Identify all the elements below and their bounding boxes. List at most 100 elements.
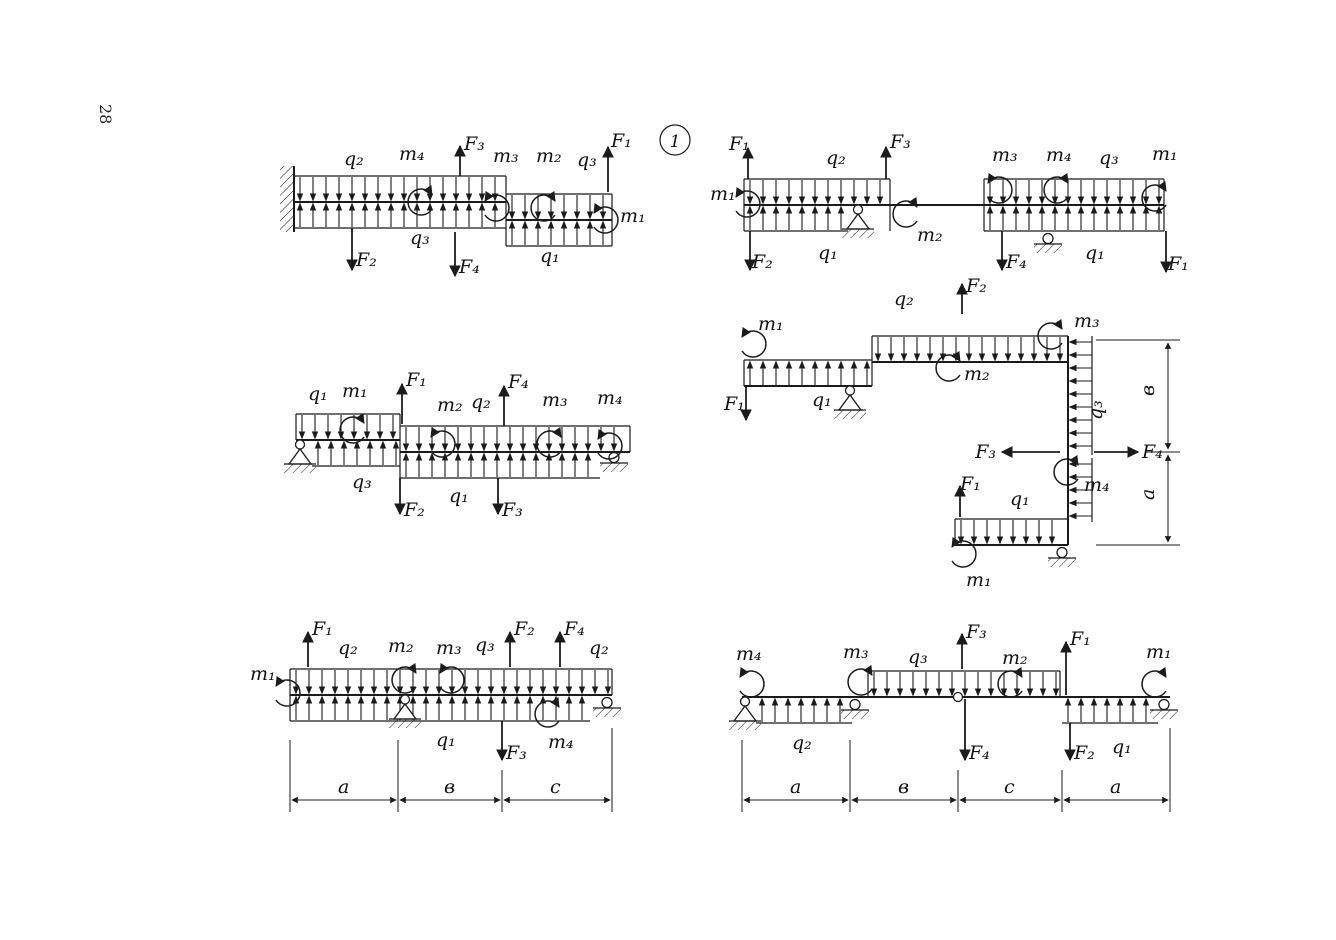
- diagram-two-span-beam: F₁ q₂ F₃ m₁ F₂ q₁ m₂ m₃ m₄ q₃ m₁ F₄ q₁ F…: [710, 131, 1189, 275]
- diagram-cantilever-stepped-beam: q₂ m₄ F₃ m₃ m₂ q₃ F₁ m₁ q₃ F₂ F₄ q₁: [280, 130, 646, 278]
- label-m1: m₁: [758, 313, 784, 335]
- diagram-simply-supported-beam-abc: m₁ F₁ q₂ m₂ m₃ q₃ F₂ F₄ q₂ q₁ F₃ m₄ a в …: [250, 618, 622, 812]
- distributed-load-band: [400, 452, 600, 479]
- label-m4: m₄: [548, 731, 574, 753]
- distributed-load-band: [984, 205, 1164, 232]
- label-q1: q₁: [308, 383, 328, 405]
- label-q2: q₂: [338, 637, 358, 659]
- moment-m4-icon: [535, 701, 559, 727]
- label-dim-a: а: [1137, 489, 1159, 500]
- distributed-load-band: [744, 205, 848, 232]
- label-F1: F₁: [1069, 628, 1091, 650]
- label-q2: q₂: [792, 732, 812, 754]
- label-F3: F₃: [974, 441, 996, 463]
- distributed-load-band: [1062, 697, 1158, 724]
- pin-support-icon: [728, 696, 762, 731]
- label-F2: F₂: [355, 249, 377, 271]
- label-m4: m₄: [597, 387, 623, 409]
- label-q3: q₃: [475, 634, 495, 656]
- label-m1: m₁: [620, 205, 646, 227]
- label-F1: F₁: [1167, 253, 1189, 275]
- label-F3: F₃: [501, 499, 523, 521]
- distributed-load-band: [290, 668, 612, 695]
- hinge-icon: [952, 691, 964, 703]
- label-F1: F₁: [723, 393, 745, 415]
- label-m2: m₂: [536, 145, 562, 167]
- page-number: 28: [96, 104, 115, 124]
- label-F1: F₁: [610, 130, 632, 152]
- label-m4: m₄: [1046, 144, 1072, 166]
- label-F3: F₃: [463, 133, 485, 155]
- distributed-load-band: [506, 193, 612, 220]
- label-q1: q₁: [818, 242, 838, 264]
- label-q1: q₁: [1010, 488, 1030, 510]
- distributed-load-band: [294, 175, 506, 202]
- figure-number-circle: [659, 124, 691, 156]
- fixed-wall-hatch: [280, 166, 294, 232]
- figure-number-badge: 1: [659, 124, 691, 156]
- distributed-load-band: [756, 697, 852, 724]
- label-m3: m₃: [436, 637, 462, 659]
- label-F1: F₁: [311, 618, 333, 640]
- label-F2: F₂: [1073, 742, 1095, 764]
- distributed-load-band: [955, 518, 1068, 545]
- label-F3: F₃: [889, 131, 911, 153]
- label-q3: q₃: [410, 227, 430, 249]
- label-q2: q₂: [471, 391, 491, 413]
- label-q3: q₃: [1085, 400, 1107, 420]
- distributed-load-band: [312, 440, 400, 467]
- label-dim-a: a: [790, 776, 801, 798]
- pin-support-icon: [833, 385, 867, 420]
- label-m3: m₃: [1074, 310, 1100, 332]
- label-F2: F₂: [751, 251, 773, 273]
- label-m2: m₂: [437, 394, 463, 416]
- distributed-load-band: [290, 695, 590, 722]
- label-q1: q₁: [436, 729, 456, 751]
- label-m4: m₄: [399, 143, 425, 165]
- label-dim-c: c: [550, 776, 561, 798]
- label-dim-b: в: [1137, 385, 1159, 396]
- label-q1: q₁: [1112, 736, 1132, 758]
- diagram-l-shaped-frame: m₁ q₂ F₂ m₃ F₁ q₁ m₂ q₃ F₃ F₄ m₄ F₁ q₁ m…: [723, 275, 1180, 591]
- label-m4: m₄: [1084, 474, 1110, 496]
- label-q3: q₃: [577, 149, 597, 171]
- label-q2: q₂: [826, 147, 846, 169]
- label-F1: F₁: [959, 473, 981, 495]
- label-F1: F₁: [405, 369, 427, 391]
- label-F2: F₂: [513, 618, 535, 640]
- label-F4: F₄: [507, 371, 529, 393]
- label-m1: m₁: [966, 569, 992, 591]
- distributed-load-band: [1068, 458, 1093, 522]
- distributed-load-band: [868, 670, 1060, 697]
- label-dim-b: в: [898, 776, 909, 798]
- label-m3: m₃: [493, 145, 519, 167]
- pin-support-icon: [283, 439, 317, 474]
- label-F4: F₄: [458, 256, 480, 278]
- label-q3: q₃: [352, 471, 372, 493]
- label-m1: m₁: [1146, 641, 1172, 663]
- label-q1: q₁: [812, 389, 832, 411]
- label-q2: q₂: [344, 148, 364, 170]
- label-F2: F₂: [403, 499, 425, 521]
- pin-support-icon: [388, 694, 422, 729]
- roller-support-icon: [1047, 546, 1077, 568]
- pin-support-icon: [841, 204, 875, 239]
- label-q1: q₁: [449, 485, 469, 507]
- roller-support-icon: [592, 696, 622, 718]
- label-m2: m₂: [1002, 647, 1028, 669]
- label-m4: m₄: [736, 643, 762, 665]
- distributed-load-band: [296, 413, 400, 440]
- label-F4: F₄: [968, 742, 990, 764]
- label-q1: q₁: [540, 245, 560, 267]
- roller-support-icon: [840, 698, 870, 720]
- label-F4: F₄: [1005, 251, 1027, 273]
- distributed-load-band: [744, 359, 872, 385]
- roller-support-icon: [599, 451, 629, 473]
- distributed-load-band: [984, 178, 1164, 205]
- diagram-multi-support-beam-abca: m₄ m₃ q₃ F₃ m₂ F₁ m₁ q₂ F₄ F₂ q₁ a в c a: [728, 621, 1179, 812]
- dimension-lines: [741, 728, 1171, 812]
- roller-support-icon: [1149, 698, 1179, 720]
- dimension-lines: [1096, 339, 1180, 546]
- label-m3: m₃: [992, 144, 1018, 166]
